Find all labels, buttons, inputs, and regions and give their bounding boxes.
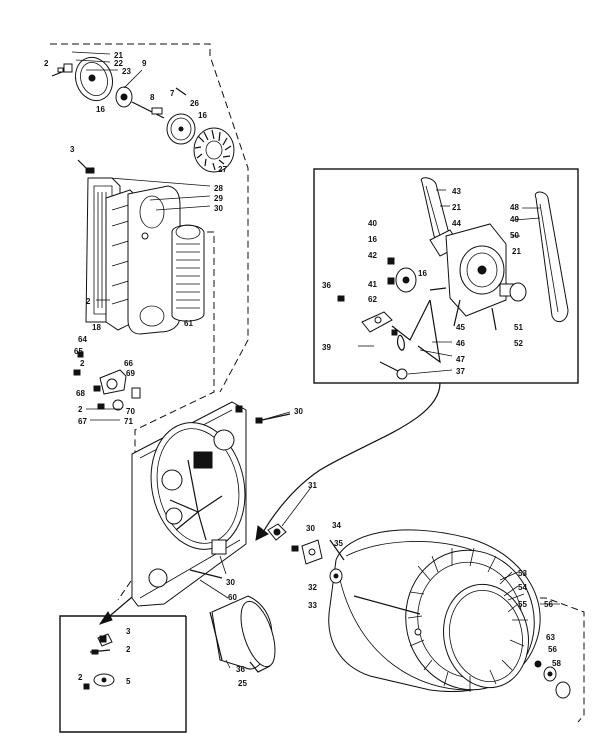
callout-label: 2 [80,359,85,368]
callout-label: 41 [368,280,377,289]
callout-label: 43 [452,187,461,196]
callout-label: 3 [126,627,131,636]
callout-label: 2 [78,405,83,414]
callout-label: 27 [218,165,227,174]
callout-label: 23 [122,67,131,76]
callout-leader-lines [71,51,560,613]
idler-motor-inset [337,177,569,380]
callout-label: 51 [514,323,523,332]
small-parts-inset-frame [59,615,187,733]
callout-label: 47 [456,355,465,364]
callout-label: 34 [332,521,341,530]
callout-label: 48 [510,203,519,212]
callout-label: 33 [308,601,317,610]
callout-label: 18 [92,323,101,332]
callout-label: 49 [510,215,519,224]
callout-label: 42 [368,251,377,260]
drive-motor [209,595,276,673]
callout-label: 64 [78,335,87,344]
callout-label: 37 [456,367,465,376]
callout-label: 58 [552,659,561,668]
callout-label: 16 [198,111,207,120]
callout-label: 46 [456,339,465,348]
callout-label: 54 [518,583,527,592]
callout-label: 39 [322,343,331,352]
motor-inset-frame [313,168,579,384]
callout-label: 30 [226,578,235,587]
lint-duct-assembly [77,159,205,335]
callout-label: 21 [114,51,123,60]
callout-label: 2 [86,297,91,306]
callout-label: 22 [114,59,123,68]
callout-label: 65 [74,347,83,356]
callout-label: 67 [78,417,87,426]
callout-label: 56 [548,645,557,654]
callout-label: 30 [294,407,303,416]
callout-label: 3 [70,145,75,154]
small-inset-parts [83,633,115,690]
dryer-drum [328,529,541,692]
callout-label: 7 [170,89,175,98]
drum-hardware [267,523,571,699]
callout-label: 5 [126,677,131,686]
callout-label: 69 [126,369,135,378]
callout-label: 16 [96,105,105,114]
callout-label: 32 [308,583,317,592]
callout-label: 66 [124,359,133,368]
callout-label: 52 [514,339,523,348]
callout-label: 62 [368,295,377,304]
callout-label: 25 [238,679,247,688]
callout-label: 16 [368,235,377,244]
callout-label: 63 [546,633,555,642]
callout-label: 40 [368,219,377,228]
callout-label: 9 [142,59,147,68]
callout-label: 36 [322,281,331,290]
callout-label: 68 [76,389,85,398]
callout-label: 21 [512,247,521,256]
callout-label: 30 [214,204,223,213]
callout-label: 8 [150,93,155,102]
callout-label: 60 [228,593,237,602]
callout-label: 36 [236,665,245,674]
callout-label: 16 [418,269,427,278]
callout-label: 45 [456,323,465,332]
callout-label: 71 [124,417,133,426]
callout-label: 2 [44,59,49,68]
callout-label: 30 [306,524,315,533]
callout-label: 70 [126,407,135,416]
callout-label: 28 [214,184,223,193]
callout-label: 29 [214,194,223,203]
thermostat-parts [73,351,141,421]
callout-label: 61 [184,319,193,328]
callout-label: 35 [334,539,343,548]
callout-label: 44 [452,219,461,228]
callout-label: 26 [190,99,199,108]
rear-bulkhead [131,401,291,607]
callout-label: 56 [544,600,553,609]
callout-labels: 21 22 23 2 9 16 8 7 26 16 27 3 28 29 30 … [44,51,561,688]
callout-label: 2 [78,673,83,682]
callout-label: 21 [452,203,461,212]
callout-label: 53 [518,569,527,578]
blower-housing-assembly [51,56,235,173]
callout-label: 50 [510,231,519,240]
callout-label: 2 [126,645,131,654]
callout-label: 31 [308,481,317,490]
callout-label: 55 [518,600,527,609]
